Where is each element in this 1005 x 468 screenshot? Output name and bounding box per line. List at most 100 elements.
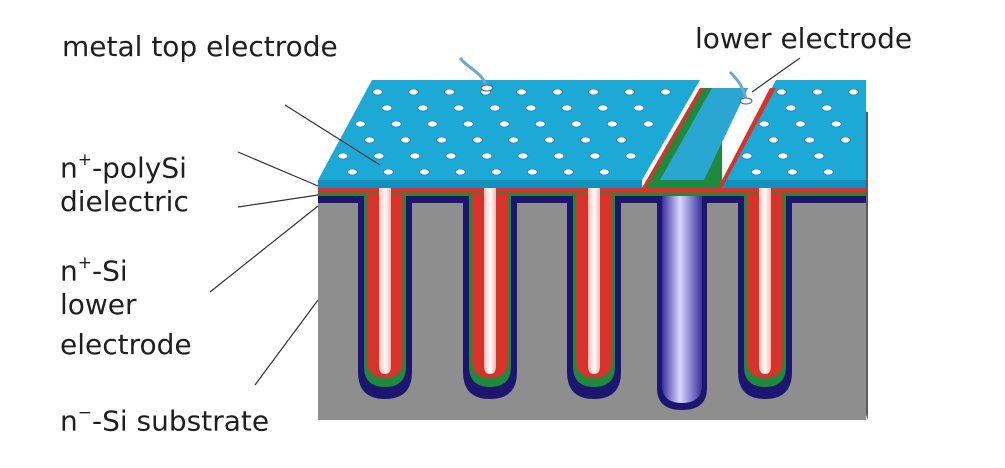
metal-hole [660, 88, 671, 96]
lower-wire [728, 70, 748, 101]
metal-hole-grid [337, 88, 859, 176]
metal-hole [616, 136, 627, 144]
metal-hole [768, 136, 779, 144]
metal-hole [588, 88, 599, 96]
metal-hole [453, 104, 465, 112]
label-dielectric: dielectric [60, 185, 189, 218]
metal-hole [606, 120, 618, 128]
metal-hole [597, 104, 609, 112]
metal-hole [777, 152, 789, 160]
lower-wire-contact [739, 97, 753, 105]
leader-nsi [209, 205, 319, 293]
metal-hole [589, 152, 601, 160]
trench-group [358, 188, 792, 399]
metal-hole [426, 120, 438, 128]
lower-contact-strip [660, 88, 748, 180]
metal-hole [417, 104, 429, 112]
metal-hole [373, 152, 385, 160]
metal-hole [481, 152, 493, 160]
label-n-plus-polysi: n+-polySi [60, 150, 187, 185]
metal-hole [625, 152, 637, 160]
leader-dielectric [237, 194, 319, 208]
lower-electrode-pillar [657, 196, 707, 410]
leader-substrate [254, 299, 319, 386]
metal-hole [372, 88, 383, 96]
metal-top-right [722, 80, 866, 180]
lower-contact-red-edge-r [718, 88, 776, 188]
metal-hole [751, 168, 762, 176]
metal-hole [599, 168, 610, 176]
label-metal-top-electrode: metal top electrode [62, 30, 338, 63]
metal-hole [840, 136, 851, 144]
metal-hole [804, 136, 815, 144]
metal-hole [489, 104, 501, 112]
metal-hole [812, 88, 823, 96]
metal-hole [455, 168, 466, 176]
trench-2 [463, 188, 517, 399]
trench-core [379, 188, 391, 374]
leader-lines [209, 57, 801, 386]
metal-hole [561, 104, 573, 112]
trench-core [588, 188, 600, 374]
label-n-minus-si-substrate: n−-Si substrate [60, 403, 270, 438]
trench-3 [567, 188, 621, 399]
leader-polysi [237, 151, 319, 187]
top-wire [458, 57, 488, 87]
metal-hole [381, 104, 393, 112]
metal-hole [633, 104, 645, 112]
metal-hole [741, 152, 753, 160]
metal-hole [552, 88, 563, 96]
metal-hole [785, 104, 797, 112]
metal-hole [419, 168, 430, 176]
metal-hole [758, 120, 770, 128]
leader-metal [284, 104, 381, 166]
top-wire-contact [480, 84, 494, 92]
metal-hole [848, 88, 859, 96]
metal-hole [776, 88, 787, 96]
trench-core [759, 188, 771, 374]
metal-hole [354, 120, 366, 128]
label-lower: lower [60, 288, 137, 321]
metal-hole [580, 136, 591, 144]
metal-hole [390, 120, 402, 128]
metal-hole [445, 152, 457, 160]
metal-hole [787, 168, 798, 176]
trench-4 [738, 188, 792, 399]
metal-hole [794, 120, 806, 128]
metal-hole [570, 120, 582, 128]
metal-hole [409, 152, 421, 160]
metal-hole [408, 88, 419, 96]
metal-hole [516, 88, 527, 96]
metal-hole [527, 168, 538, 176]
metal-hole [383, 168, 394, 176]
metal-hole [498, 120, 510, 128]
label-electrode: electrode [60, 328, 192, 361]
metal-hole [347, 168, 358, 176]
metal-hole [813, 152, 825, 160]
metal-top-right-front [722, 180, 866, 188]
metal-hole [525, 104, 537, 112]
metal-hole [436, 136, 447, 144]
metal-hole [642, 120, 654, 128]
leader-lower [751, 57, 801, 93]
metal-hole [462, 120, 474, 128]
metal-hole [400, 136, 411, 144]
metal-hole [830, 120, 842, 128]
metal-hole [821, 104, 833, 112]
label-n-plus-si: n+-Si [60, 253, 128, 288]
trench-core [484, 188, 496, 374]
metal-hole [624, 88, 635, 96]
metal-hole [337, 152, 349, 160]
metal-hole [553, 152, 565, 160]
metal-hole [517, 152, 529, 160]
metal-hole [823, 168, 834, 176]
metal-top-left-front [318, 180, 642, 188]
metal-hole [508, 136, 519, 144]
metal-hole [364, 136, 375, 144]
metal-hole [563, 168, 574, 176]
label-lower-electrode-top: lower electrode [695, 22, 913, 55]
metal-hole [491, 168, 502, 176]
metal-hole [534, 120, 546, 128]
metal-hole [544, 136, 555, 144]
